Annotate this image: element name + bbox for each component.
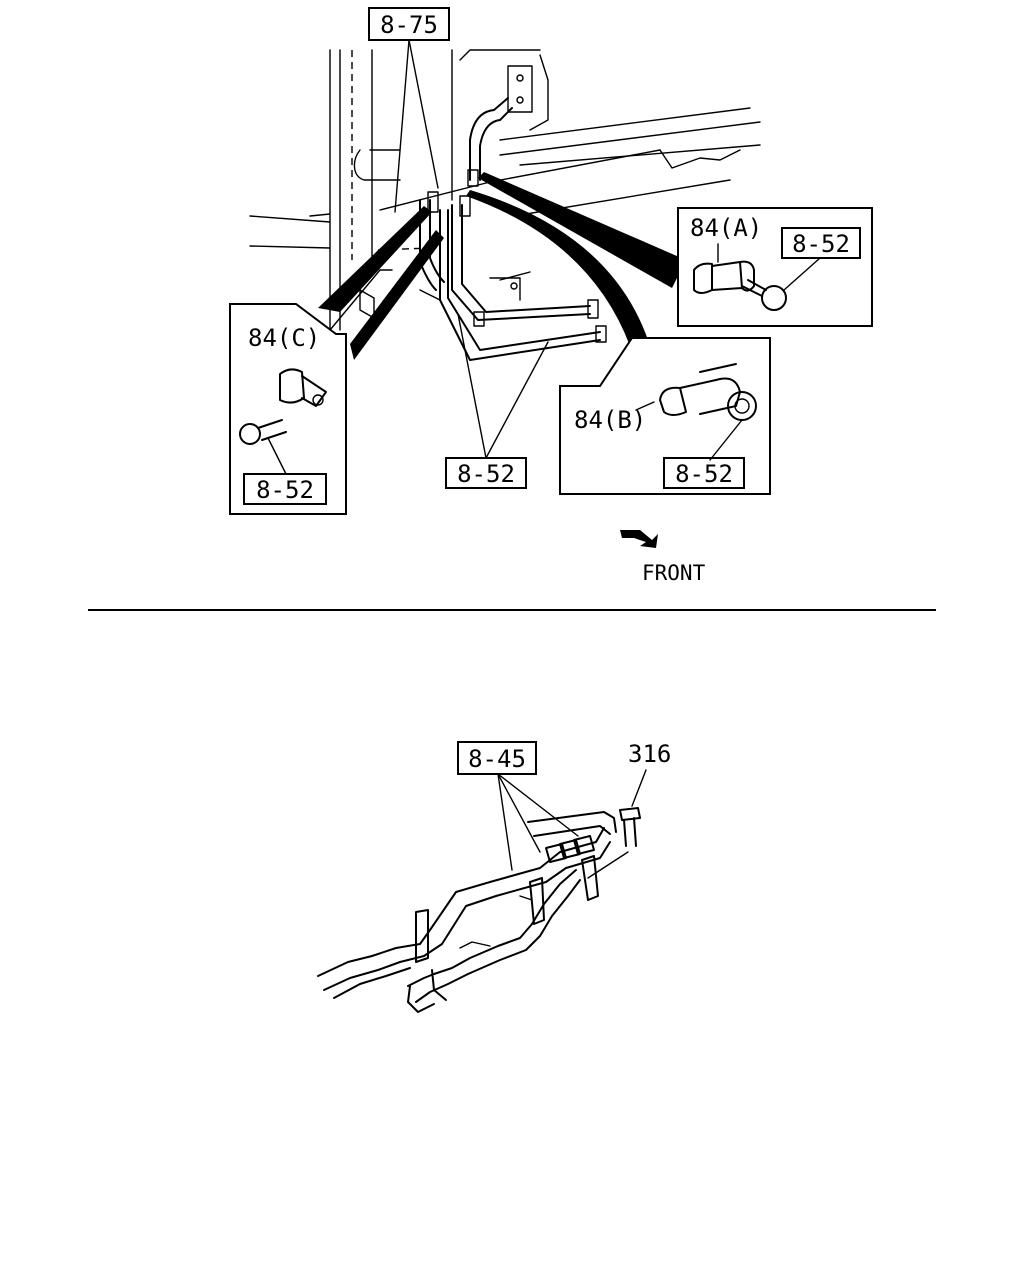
hose-assembly <box>419 97 607 361</box>
callout-label-hose-main: 8-75 <box>380 11 438 39</box>
pipe-assembly <box>317 811 617 1013</box>
lower-view: 8-45 316 <box>317 740 671 1013</box>
callout-label-clip-b: 84(B) <box>574 406 646 434</box>
callout-label-bolt-b: 8-52 <box>675 460 733 488</box>
callout-8-45: 8-45 <box>457 741 579 871</box>
front-arrow-icon <box>620 530 658 548</box>
callout-pipe-lines: 8-52 <box>445 313 549 489</box>
callout-8-75: 8-75 <box>368 7 450 213</box>
callout-label-bolt-a: 8-52 <box>792 230 850 258</box>
bolt-c-part <box>239 419 287 445</box>
detail-box-c: 84(C) 8-52 <box>229 303 347 515</box>
detail-wedge-a <box>478 172 686 288</box>
detail-wedge-c2 <box>350 230 444 360</box>
bolt-a-part <box>741 279 787 311</box>
callout-label-pipe-assembly: 8-45 <box>468 745 526 773</box>
detail-wedge-b <box>466 190 648 346</box>
detail-wedge-c <box>318 206 432 312</box>
detail-box-b: 84(B) 8-52 <box>559 337 771 495</box>
clip-c-part <box>279 368 327 407</box>
upper-view: 8-75 84(A) 8-52 84( <box>229 7 873 585</box>
callout-label-pipe-lines: 8-52 <box>457 460 515 488</box>
callout-label-bolt: 316 <box>628 740 671 768</box>
clip-a-part <box>693 260 755 294</box>
callout-label-clip-c: 84(C) <box>248 324 320 352</box>
front-direction: FRONT <box>620 530 706 585</box>
callout-label-bolt-c: 8-52 <box>256 476 314 504</box>
front-label: FRONT <box>642 561 706 585</box>
detail-box-a: 84(A) 8-52 <box>677 207 873 327</box>
bolt-316: 316 <box>587 740 671 879</box>
callout-label-clip-a: 84(A) <box>690 214 762 242</box>
